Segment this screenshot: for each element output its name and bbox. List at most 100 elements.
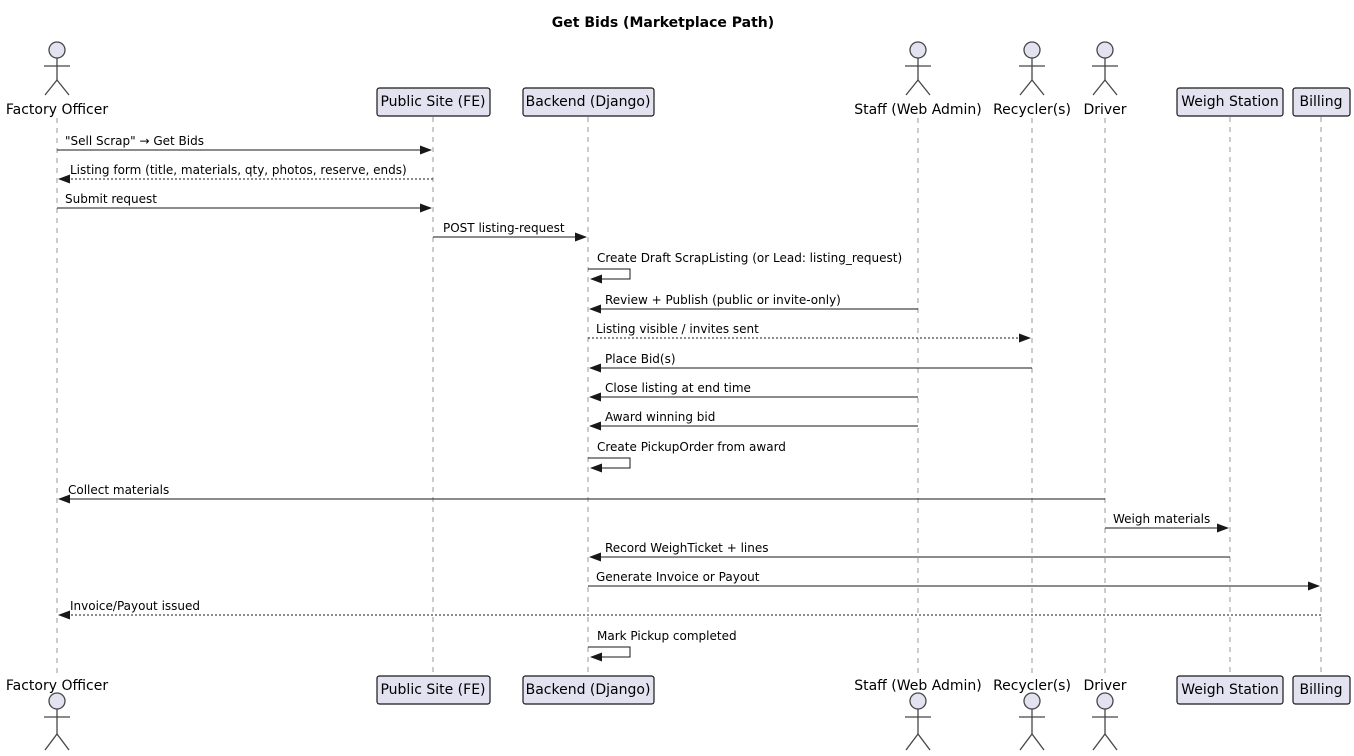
actor-leg [1104, 733, 1118, 751]
participant-label: Factory Officer [6, 678, 108, 694]
message-label: Invoice/Payout issued [70, 599, 200, 613]
actor-leg [56, 79, 70, 96]
participant-label: Billing [1300, 682, 1343, 698]
participant-label: Staff (Web Admin) [854, 102, 982, 118]
participant-label: Backend (Django) [526, 94, 651, 110]
message-line [588, 268, 631, 284]
actor-leg [56, 733, 70, 751]
message-3: Submit request [57, 192, 432, 213]
participant-label: Public Site (FE) [380, 94, 485, 110]
message-line [588, 457, 631, 473]
actor-recyclers-top: Recycler(s) [993, 41, 1071, 118]
message-label: Record WeighTicket + lines [605, 541, 768, 555]
participant-box [1176, 675, 1284, 705]
participant-label: Billing [1300, 94, 1343, 110]
message-14: Record WeighTicket + lines [589, 541, 1230, 562]
participant-backend-bottom: Backend (Django) [522, 675, 655, 705]
participant-label: Weigh Station [1181, 682, 1279, 698]
actor-driver-bottom: Driver [1083, 678, 1127, 751]
participant-label: Recycler(s) [993, 102, 1071, 118]
message-label: Create PickupOrder from award [597, 440, 786, 454]
message-label: Generate Invoice or Payout [596, 570, 760, 584]
participant-label: Driver [1083, 678, 1126, 694]
message-label: POST listing-request [443, 221, 565, 235]
message-1: "Sell Scrap" → Get Bids [57, 134, 432, 155]
message-12: Collect materials [58, 483, 1105, 504]
message-label: Award winning bid [605, 410, 715, 424]
message-label: Mark Pickup completed [597, 629, 737, 643]
actor-head-icon [48, 41, 66, 59]
message-8: Place Bid(s) [589, 352, 1032, 373]
actor-head-icon [1023, 41, 1041, 59]
participant-box [1292, 675, 1351, 705]
lifelines [56, 117, 1322, 676]
message-11-self: Create PickupOrder from award [588, 440, 786, 473]
actor-staff-top: Staff (Web Admin) [854, 41, 982, 118]
participant-weigh-station-bottom: Weigh Station [1176, 675, 1284, 705]
participant-box [1176, 87, 1284, 117]
actor-head-icon [909, 692, 927, 710]
participant-weigh-station-top: Weigh Station [1176, 87, 1284, 117]
participant-public-site-bottom: Public Site (FE) [376, 675, 491, 705]
message-4: POST listing-request [433, 221, 587, 242]
actor-leg [1031, 733, 1045, 751]
message-5-self: Create Draft ScrapListing (or Lead: list… [588, 251, 902, 284]
actor-leg [917, 79, 931, 96]
actor-leg [1104, 79, 1118, 96]
participant-label: Weigh Station [1181, 94, 1279, 110]
participant-label: Recycler(s) [993, 678, 1071, 694]
participant-billing-top: Billing [1292, 87, 1351, 117]
actor-leg [1092, 79, 1106, 96]
message-label: Listing visible / invites sent [596, 322, 759, 336]
participant-label: Factory Officer [6, 102, 108, 118]
actor-leg [44, 79, 58, 96]
participant-billing-bottom: Billing [1292, 675, 1351, 705]
message-label: Weigh materials [1113, 512, 1210, 526]
message-15: Generate Invoice or Payout [588, 570, 1320, 591]
actor-leg [905, 733, 919, 751]
participant-label: Staff (Web Admin) [854, 678, 982, 694]
message-7: Listing visible / invites sent [588, 322, 1031, 343]
actor-leg [44, 733, 58, 751]
message-line [588, 646, 631, 662]
participant-label: Public Site (FE) [380, 682, 485, 698]
message-13: Weigh materials [1105, 512, 1229, 533]
participant-label: Backend (Django) [526, 682, 651, 698]
message-16: Invoice/Payout issued [58, 599, 1321, 620]
message-label: Place Bid(s) [605, 352, 676, 366]
message-9: Close listing at end time [589, 381, 918, 402]
participant-box [1292, 87, 1351, 117]
actor-factory-officer-bottom: Factory Officer [6, 678, 108, 751]
actor-staff-bottom: Staff (Web Admin) [854, 678, 982, 751]
message-label: Review + Publish (public or invite-only) [605, 293, 841, 307]
actor-head-icon [48, 692, 66, 710]
actor-leg [905, 79, 919, 96]
actor-leg [917, 733, 931, 751]
actor-recyclers-bottom: Recycler(s) [993, 678, 1071, 751]
message-2: Listing form (title, materials, qty, pho… [58, 163, 433, 184]
message-label: Create Draft ScrapListing (or Lead: list… [597, 251, 902, 265]
message-10: Award winning bid [589, 410, 918, 431]
message-label: Collect materials [68, 483, 169, 497]
participant-box [522, 675, 655, 705]
participant-box [376, 675, 491, 705]
participant-box [522, 87, 655, 117]
participant-public-site-top: Public Site (FE) [376, 87, 491, 117]
actor-head-icon [1096, 692, 1114, 710]
participant-backend-top: Backend (Django) [522, 87, 655, 117]
actor-leg [1019, 79, 1033, 96]
actor-factory-officer-top: Factory Officer [6, 41, 108, 118]
participant-label: Driver [1083, 102, 1126, 118]
message-label: Close listing at end time [605, 381, 751, 395]
participant-box [376, 87, 491, 117]
actor-head-icon [909, 41, 927, 59]
actor-leg [1092, 733, 1106, 751]
actor-leg [1019, 733, 1033, 751]
actor-leg [1031, 79, 1045, 96]
message-6: Review + Publish (public or invite-only) [589, 293, 918, 314]
message-label: Listing form (title, materials, qty, pho… [70, 163, 407, 177]
message-label: "Sell Scrap" → Get Bids [65, 134, 204, 148]
message-17-self: Mark Pickup completed [588, 629, 737, 662]
